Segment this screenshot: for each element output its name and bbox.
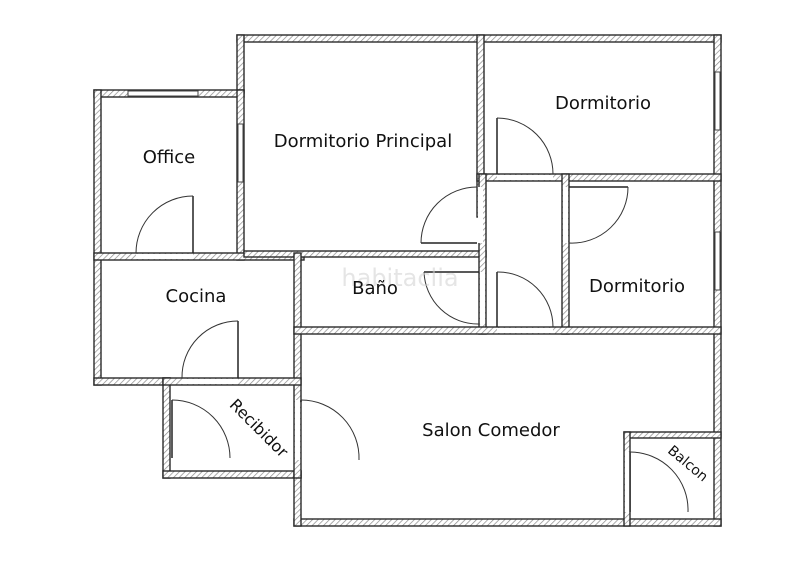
door-gap-cocina bbox=[182, 379, 238, 384]
door-cocina bbox=[181, 320, 239, 379]
door-gap-dorm-principal bbox=[478, 187, 483, 243]
door-swings bbox=[135, 117, 689, 513]
wall-outer-cocina-bottom bbox=[93, 377, 171, 386]
room-label-recibidor: Recibidor bbox=[226, 395, 292, 461]
door-office bbox=[135, 195, 194, 254]
door-gap-balcon bbox=[625, 452, 630, 512]
door-dormitorio-principal bbox=[420, 186, 478, 244]
room-label-dormitorio-principal: Dormitorio Principal bbox=[274, 131, 452, 152]
room-label-dormitorio-1: Dormitorio bbox=[555, 93, 651, 114]
room-label-salon-comedor: Salon Comedor bbox=[422, 420, 560, 441]
wall-outer-recibidor-left bbox=[162, 377, 171, 479]
window-dorm1-right bbox=[714, 71, 721, 131]
door-dormitorio-1 bbox=[496, 117, 554, 175]
wall-outer-salon-left bbox=[293, 470, 302, 527]
door-openings bbox=[136, 175, 630, 512]
door-gap-salon bbox=[295, 400, 300, 460]
window-office-top bbox=[127, 90, 199, 97]
door-gap-dorm2 bbox=[563, 187, 568, 243]
wall-outer-recibidor-bottom bbox=[162, 470, 302, 479]
wall-dorm-principal-bottom bbox=[243, 250, 487, 258]
wall-outer-left-upper bbox=[236, 34, 245, 94]
wall-outer-left bbox=[93, 89, 102, 386]
door-dormitorio-2 bbox=[568, 186, 629, 244]
room-label-bano: Baño bbox=[352, 278, 398, 299]
windows bbox=[127, 71, 721, 291]
door-recibidor bbox=[171, 399, 231, 459]
room-label-balcon: Balcon bbox=[664, 443, 710, 486]
door-salon bbox=[300, 399, 360, 461]
watermark: habitaclia bbox=[341, 264, 458, 292]
room-label-office: Office bbox=[143, 147, 196, 168]
wall-dorm1-bottom bbox=[476, 173, 722, 182]
door-gap-office bbox=[136, 254, 193, 259]
door-gap-hall bbox=[497, 328, 553, 333]
room-label-cocina: Cocina bbox=[166, 286, 227, 307]
wall-balcon-top bbox=[623, 431, 722, 439]
door-bano bbox=[423, 271, 480, 325]
door-gap-bano bbox=[480, 272, 485, 324]
door-hall bbox=[496, 271, 554, 328]
wall-kitchen-right bbox=[293, 252, 302, 479]
window-dorm2-right bbox=[714, 231, 721, 291]
wall-outer-bottom bbox=[293, 518, 722, 527]
door-gap-dorm1 bbox=[497, 175, 553, 180]
room-label-dormitorio-2: Dormitorio bbox=[589, 276, 685, 297]
window-office-right bbox=[237, 123, 244, 183]
door-balcon bbox=[629, 451, 689, 513]
